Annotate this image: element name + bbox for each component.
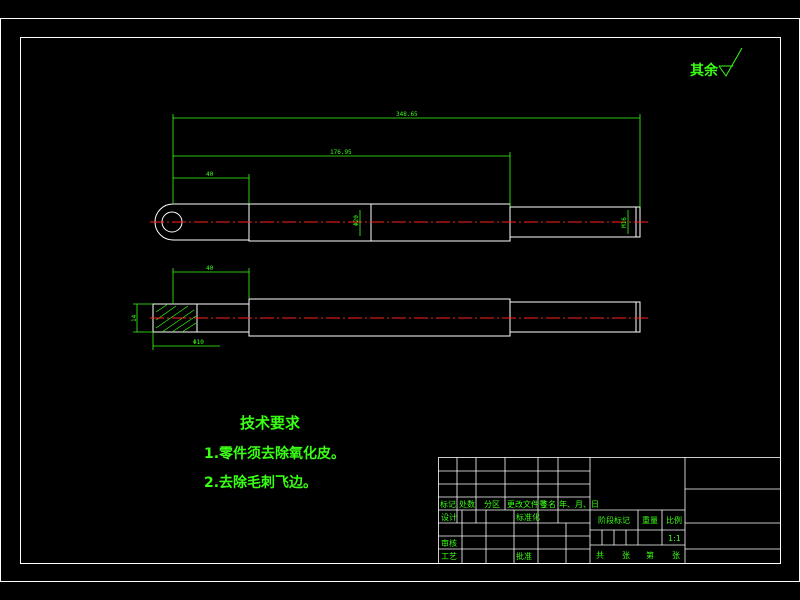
bottom-dimensions [133,268,250,350]
tb-standardize: 标准化 [516,512,540,522]
tb-zone: 分区 [484,500,500,509]
top-dimensions [172,114,641,236]
outer-frame [0,18,800,582]
dim-eye-length-bottom: 40 [206,265,214,272]
inner-frame [20,37,781,564]
tb-approve: 批准 [516,551,532,561]
tb-stage-mark: 阶段标记 [598,515,630,525]
title-block [438,457,781,564]
surface-note-text: 其余 [690,62,719,79]
dim-eye-length: 40 [206,171,214,178]
dim-body-length: 176.95 [330,149,352,156]
tb-process: 工艺 [441,552,457,561]
roughness-symbol-icon [718,47,743,77]
tb-scale-label: 比例 [666,515,682,525]
tb-page: 第 [646,550,654,560]
requirement-item-2: 2.去除毛刺飞边。 [204,474,317,491]
tb-design: 设计 [441,512,457,522]
requirement-item-1: 1.零件须去除氧化皮。 [204,445,345,462]
dim-thread-dia: M16 [621,217,628,228]
dim-shaft-dia: Φ20 [353,215,360,226]
tb-scale: 1:1 [668,534,681,543]
bottom-thread-end [509,301,641,333]
dim-height: 14 [131,314,138,322]
requirements-title: 技术要求 [240,414,301,432]
tb-sign: 签名 [540,499,556,509]
dim-hole: Φ10 [193,339,204,346]
dim-overall-length: 348.65 [396,111,418,118]
tb-doc-no: 更改文件号 [507,499,547,509]
tb-review: 审核 [441,538,457,548]
tb-count: 处数 [459,499,475,509]
tb-sheets-1: 张 [622,551,630,560]
tb-mark: 标记 [440,499,456,509]
eye-outline [154,203,250,241]
tb-date: 年、月、日 [559,499,599,509]
tb-weight: 重量 [642,515,658,525]
surface-note: 其余 [690,47,743,79]
tb-sheets-2: 张 [672,551,680,560]
tb-total: 共 [596,551,604,560]
